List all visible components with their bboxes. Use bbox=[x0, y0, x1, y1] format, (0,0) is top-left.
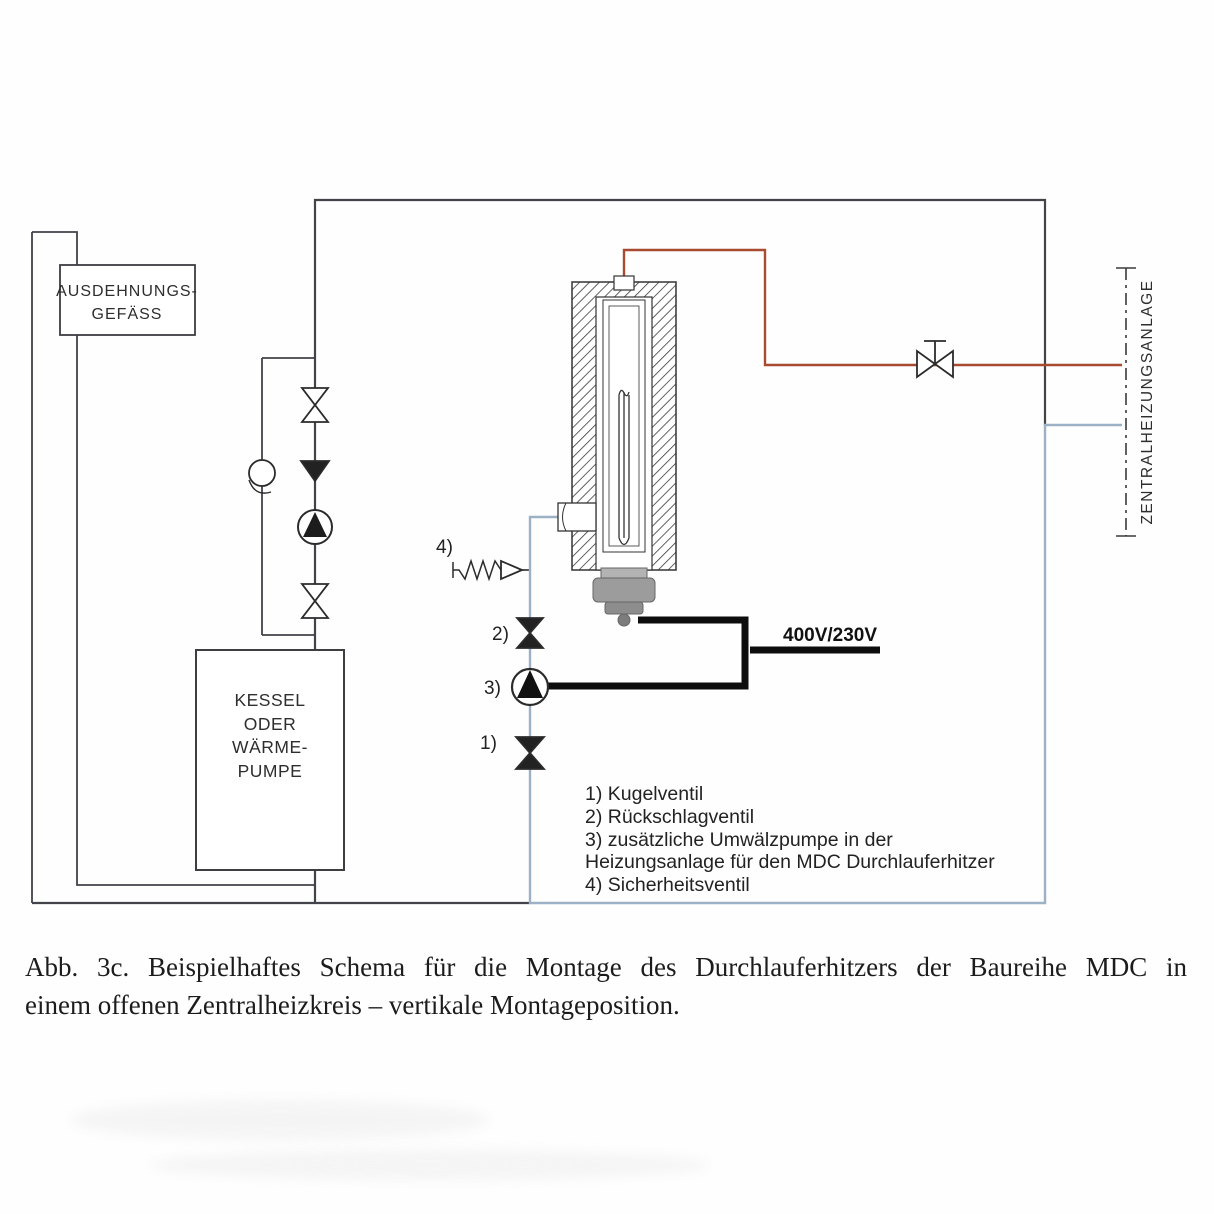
shutoff-valve-icon bbox=[300, 387, 330, 423]
legend-item-4: 4) Sicherheitsventil bbox=[585, 874, 750, 896]
boiler-box bbox=[195, 649, 345, 871]
heater-power-cable bbox=[548, 616, 749, 690]
heating-element bbox=[618, 389, 630, 546]
shutoff-valve-icon bbox=[300, 583, 330, 619]
centerline-end-ticks bbox=[1116, 267, 1136, 537]
figure-caption-line1: Abb. 3c. Beispielhaftes Schema für die M… bbox=[25, 952, 1187, 982]
heater-line-fittings bbox=[452, 558, 550, 770]
callout-2: 2) bbox=[492, 624, 509, 645]
mdc-heater bbox=[557, 275, 677, 627]
bypass-loop bbox=[261, 357, 315, 636]
legend: 1) Kugelventil 2) Rückschlagventil 3) zu… bbox=[585, 783, 995, 896]
figure-caption: Abb. 3c. Beispielhaftes Schema für die M… bbox=[25, 948, 1187, 1024]
pipe-hot bbox=[622, 248, 1122, 367]
boiler-label-4: PUMPE bbox=[238, 761, 303, 781]
boiler-label-3: WÄRME- bbox=[232, 737, 308, 757]
legend-item-3: 3) zusätzliche Umwälzpumpe in der bbox=[585, 829, 893, 851]
callout-3: 3) bbox=[484, 678, 501, 699]
expansion-vessel: AUSDEHNUNGS- GEFÄSS bbox=[56, 264, 198, 336]
power-rating-label: 400V/230V bbox=[783, 625, 877, 646]
ball-valve-icon bbox=[514, 736, 546, 770]
pipes-dark bbox=[31, 198, 1047, 905]
heater-side-port bbox=[557, 502, 597, 532]
callout-4: 4) bbox=[436, 537, 453, 558]
expansion-vessel-box bbox=[59, 264, 196, 336]
heater-inner-tube-outer bbox=[602, 299, 646, 553]
gauge-icon bbox=[248, 459, 276, 494]
legend-item-3b: Heizungsanlage für den MDC Durchlauferhi… bbox=[585, 851, 995, 873]
legend-item-2: 2) Rückschlagventil bbox=[585, 806, 754, 828]
heater-flange-connector bbox=[592, 567, 656, 627]
callout-1: 1) bbox=[480, 733, 497, 754]
expansion-vessel-label-2: GEFÄSS bbox=[92, 305, 163, 323]
scan-artifact bbox=[70, 1100, 490, 1140]
hot-water-line bbox=[622, 248, 1122, 367]
boiler: KESSEL ODER WÄRME- PUMPE bbox=[195, 649, 345, 871]
check-valve-icon bbox=[515, 617, 545, 649]
bottom-return-left bbox=[32, 870, 530, 905]
central-heating-label: ZENTRALHEIZUNGSANLAGE bbox=[1139, 279, 1156, 524]
circulation-pump-icon bbox=[297, 509, 333, 545]
check-valve-icon bbox=[299, 460, 331, 483]
expansion-vessel-label-1: AUSDEHNUNGS- bbox=[56, 283, 198, 300]
radiator-shutoff-valve-icon bbox=[916, 340, 954, 379]
main-supply-loop bbox=[313, 198, 1047, 650]
callouts: 4) 2) 3) 1) bbox=[436, 537, 509, 754]
boiler-label-1: KESSEL bbox=[234, 690, 305, 710]
legend-item-1: 1) Kugelventil bbox=[585, 783, 703, 805]
central-heating-boundary: ZENTRALHEIZUNGSANLAGE bbox=[1116, 267, 1156, 537]
return-water-line bbox=[528, 423, 1122, 905]
figure-caption-line2: einem offenen Zentralheizkreis – vertika… bbox=[25, 990, 680, 1020]
boiler-label-2: ODER bbox=[244, 714, 297, 734]
electric-cable bbox=[548, 616, 880, 690]
expansion-vessel-piping bbox=[31, 231, 315, 903]
circulation-pump-icon bbox=[510, 667, 550, 707]
heater-inner-tube-inner bbox=[608, 305, 640, 547]
safety-valve-icon bbox=[452, 558, 525, 582]
scan-artifact bbox=[150, 1150, 710, 1180]
boiler-line-fittings bbox=[248, 387, 333, 619]
pipe-cold bbox=[528, 423, 1122, 905]
heater-top-port bbox=[613, 275, 635, 291]
